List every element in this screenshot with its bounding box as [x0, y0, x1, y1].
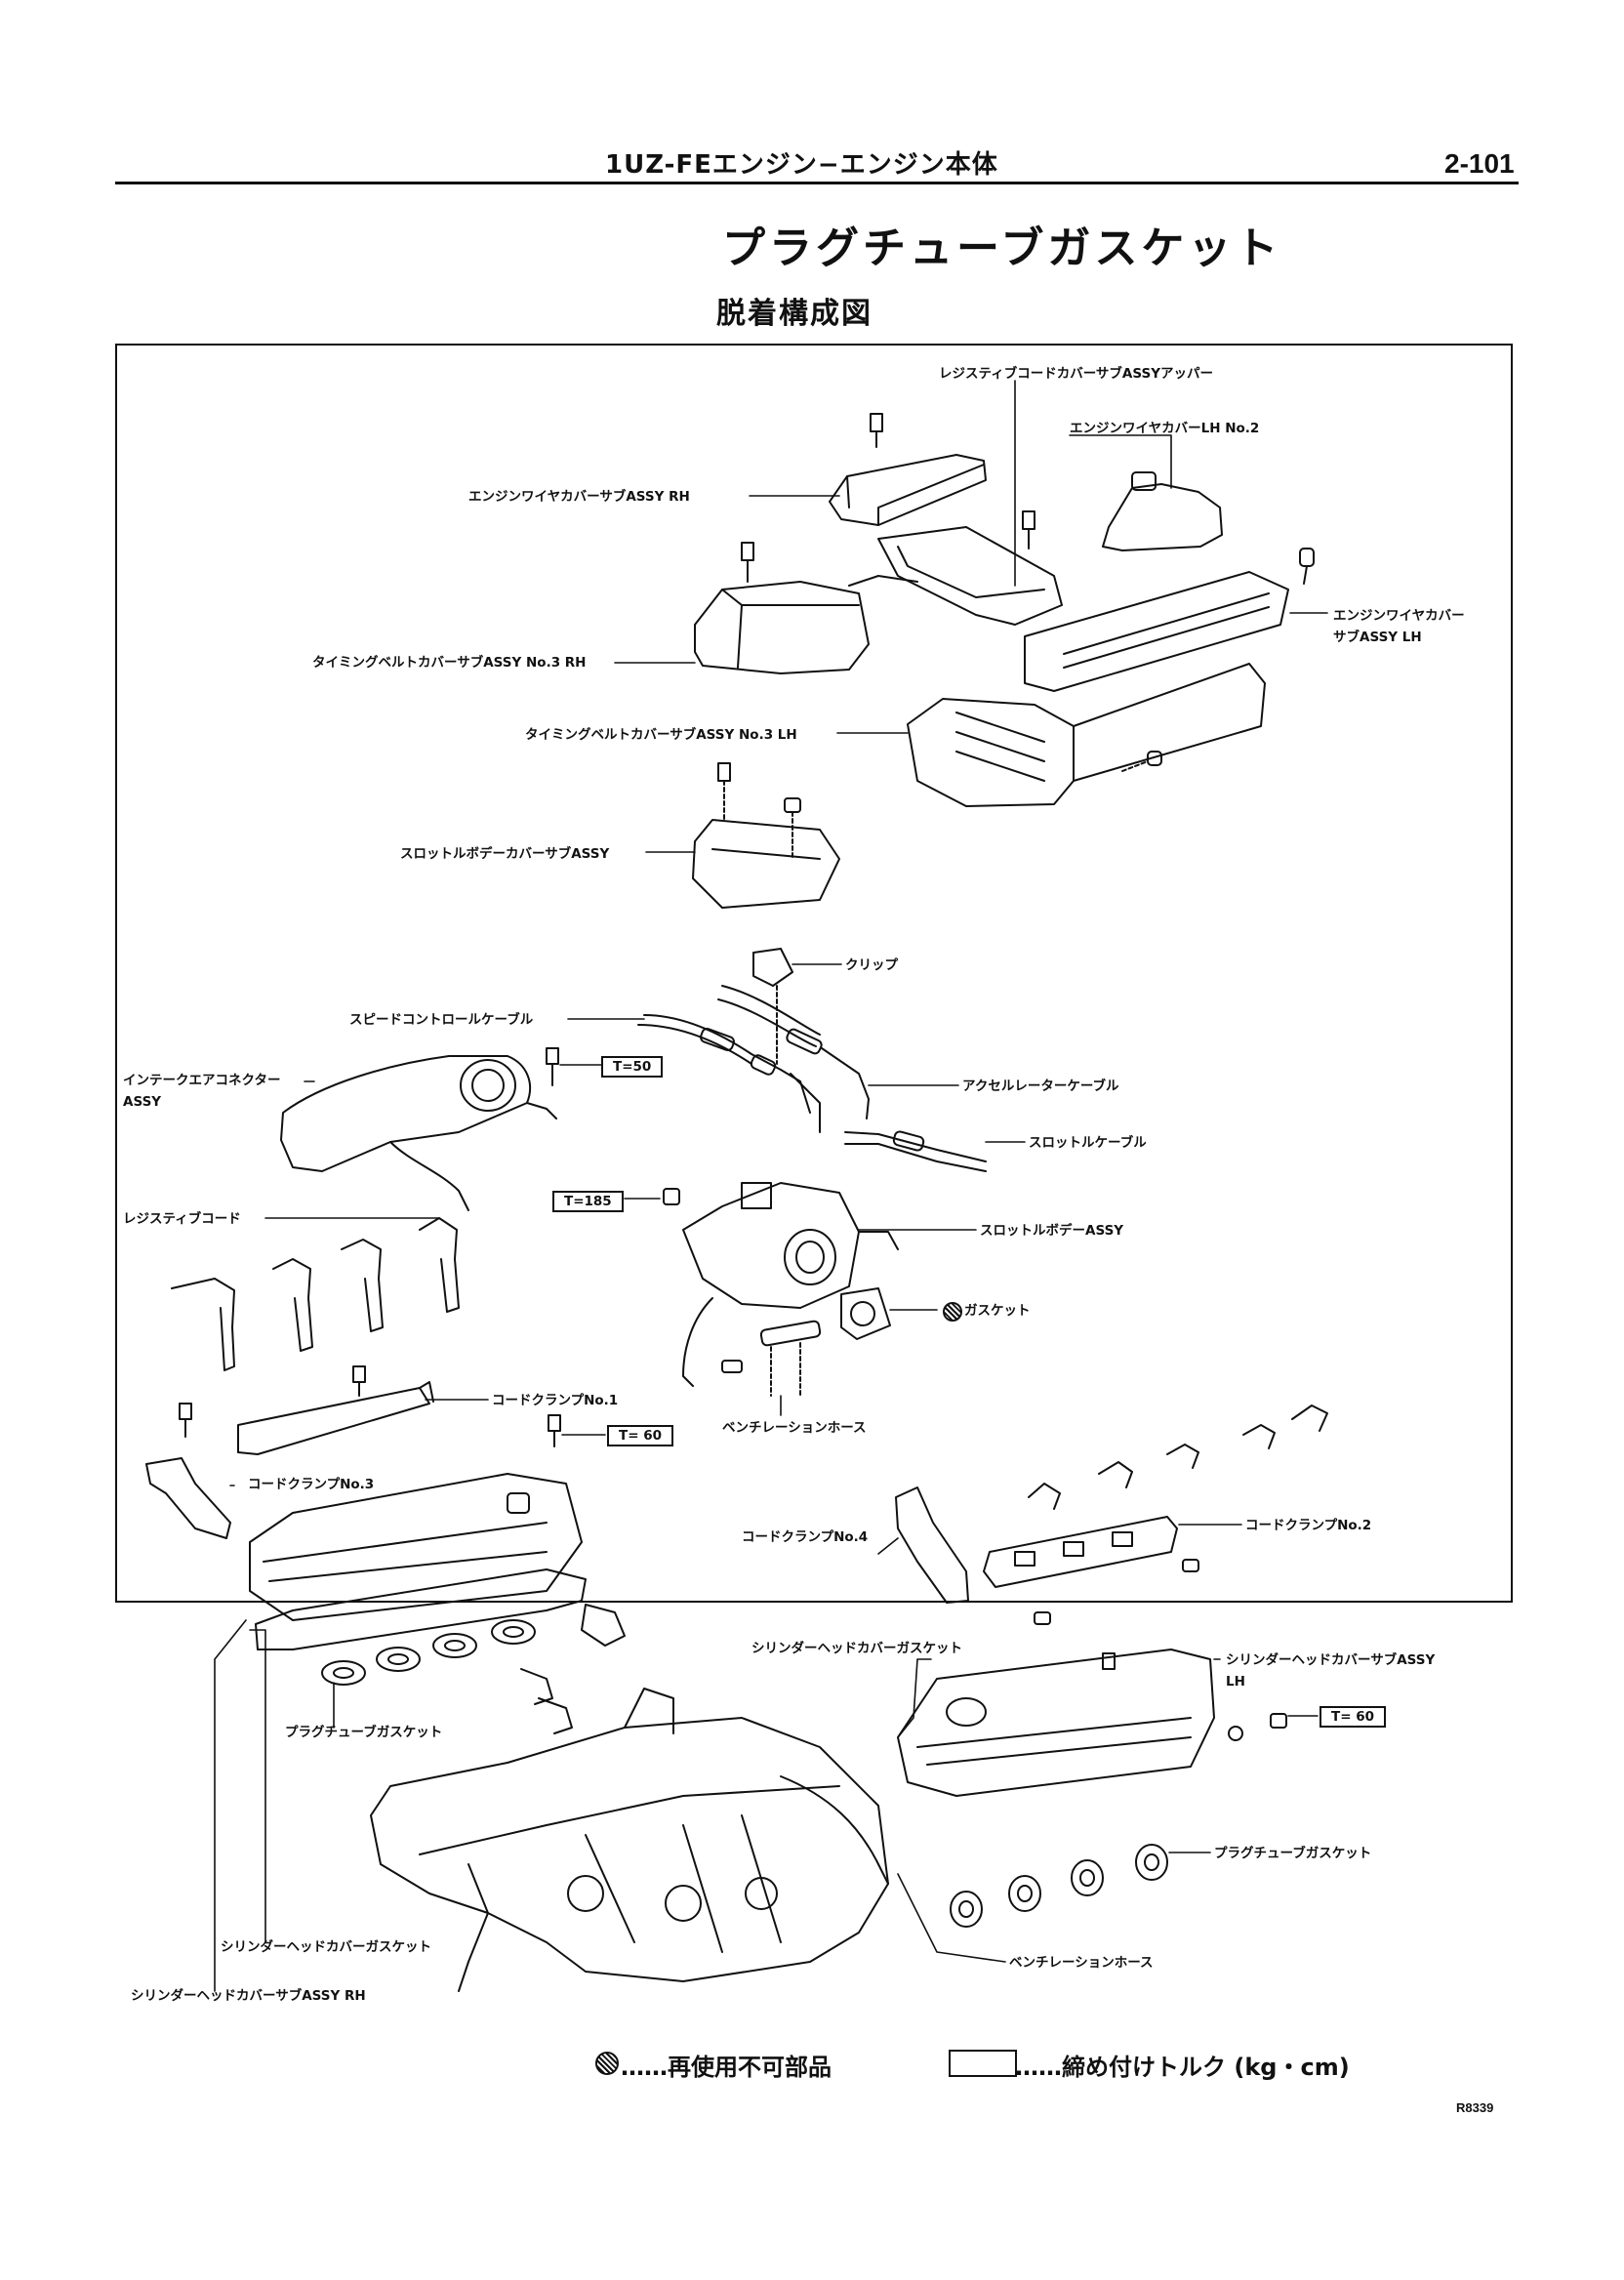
label-intake-air-connector-line2: ASSY [123, 1094, 162, 1110]
label-cyl-head-cover-gasket-right: シリンダーヘッドカバーガスケット [751, 1641, 962, 1656]
label-cyl-head-cover-rh: シリンダーヘッドカバーサブASSY RH [131, 1988, 366, 2004]
section-title: 1UZ-FEエンジン−エンジン本体 [605, 150, 998, 180]
page-title: プラグチューブガスケット [722, 224, 1282, 273]
intake-air-connector-part [280, 1055, 557, 1211]
torque-t60-right-box: T= 60 [1320, 1706, 1387, 1728]
plug-tube-gaskets-left-part [321, 1619, 536, 1686]
label-accelerator-cable: アクセルレーターケーブル [962, 1079, 1119, 1094]
washer-t60-right-icon [1228, 1726, 1243, 1741]
resistive-cord-lh-part [1028, 1405, 1328, 1510]
bolt-rh-cover-icon [741, 542, 754, 583]
label-intake-air-connector-line1: インテークエアコネクター [123, 1073, 281, 1088]
throttle-cable-part [844, 1130, 987, 1172]
label-throttle-body: スロットルボデーASSY [980, 1223, 1124, 1239]
label-clip: クリップ [845, 957, 898, 973]
label-speed-control-cable: スピードコントロールケーブル [349, 1012, 534, 1028]
figure-code: R8339 [1456, 2100, 1494, 2115]
page-subtitle: 脱着構成図 [716, 297, 873, 331]
torque-t185-box: T=185 [552, 1191, 624, 1212]
bolt-lh-cover-icon [1299, 548, 1315, 585]
torque-t50-box: T=50 [601, 1056, 664, 1078]
label-timing-belt-cover-no3-rh: タイミングベルトカバーサブASSY No.3 RH [312, 655, 587, 671]
nut-t185-icon [663, 1188, 680, 1205]
label-throttle-cable: スロットルケーブル [1029, 1135, 1147, 1151]
engine-wire-cover-lh-part [1024, 571, 1289, 692]
bolt-clamp-no3-icon [179, 1403, 192, 1438]
bolt-t50-icon [546, 1047, 559, 1086]
label-timing-belt-cover-no3-lh: タイミングベルトカバーサブASSY No.3 LH [525, 727, 797, 743]
label-engine-wire-cover-rh: エンジンワイヤカバーサブASSY RH [468, 489, 690, 505]
bolt-throttle-cover-icon [717, 762, 731, 821]
resistive-cord-part [171, 1217, 460, 1371]
throttle-gasket-part [840, 1287, 891, 1340]
center-cord-cover-part [877, 526, 1063, 626]
page-number: 2-101 [1444, 148, 1515, 179]
label-resistive-cord-cover-upper: レジスティブコードカバーサブASSYアッパー [939, 366, 1213, 382]
diagram-frame [115, 344, 1513, 1603]
label-cord-clamp-no2: コードクランプNo.2 [1245, 1518, 1372, 1533]
label-cord-clamp-no4: コードクランプNo.4 [742, 1529, 869, 1545]
bolt-lh-timing-icon [1121, 751, 1162, 772]
cord-clamp-no2-part [983, 1516, 1178, 1588]
sensor-connectors-part [520, 1604, 626, 1734]
cord-clamp-no4-part [895, 1486, 969, 1604]
bolt-clamp-no2-icon [1182, 1559, 1199, 1572]
bolt-center-icon [1022, 510, 1035, 550]
label-ventilation-hose-bottom: ベンチレーションホース [1009, 1955, 1154, 1971]
legend-torque-box [949, 2050, 1017, 2077]
legend-non-reusable: ……再使用不可部品 [621, 2054, 832, 2081]
label-cord-clamp-no3: コードクランプNo.3 [248, 1477, 375, 1492]
cylinder-head-cover-lh-part [897, 1649, 1215, 1797]
bolt-clamp-no1-icon [352, 1365, 366, 1397]
label-plug-tube-gasket-right: プラグチューブガスケット [1214, 1846, 1372, 1861]
ventilation-hose-top-part [759, 1320, 822, 1397]
label-resistive-cord: レジスティブコード [123, 1211, 241, 1227]
cylinder-head-cover-gasket-rh-part [255, 1568, 587, 1650]
throttle-body-part [682, 1182, 899, 1387]
non-reusable-icon [943, 1302, 962, 1322]
label-gasket: ガスケット [964, 1303, 1031, 1319]
label-plug-tube-gasket-left: プラグチューブガスケット [285, 1725, 443, 1740]
bolt-top-icon [870, 413, 883, 448]
bolt-hose-icon [721, 1360, 743, 1373]
label-cyl-head-cover-gasket-left: シリンダーヘッドカバーガスケット [221, 1939, 431, 1955]
label-cyl-head-cover-lh-line1: シリンダーヘッドカバーサブASSY [1226, 1652, 1436, 1668]
plug-tube-gaskets-right-part [950, 1844, 1168, 1928]
cord-clamp-no1-part [237, 1381, 434, 1455]
cord-clamp-no3-part [145, 1457, 231, 1539]
timing-belt-cover-no3-rh-part [694, 575, 918, 674]
speed-control-cable-part [637, 1014, 821, 1133]
label-engine-wire-cover-lh-line1: エンジンワイヤカバー [1333, 608, 1465, 624]
timing-belt-cover-no3-lh-part [907, 663, 1266, 807]
throttle-body-cover-part [692, 819, 840, 909]
bolt-clamp-no4-icon [1034, 1611, 1051, 1625]
torque-t60-center-box: T= 60 [607, 1425, 674, 1446]
engine-block-part [370, 1688, 889, 1992]
label-engine-wire-cover-lh-line2: サブASSY LH [1333, 630, 1422, 645]
label-ventilation-hose-top: ベンチレーションホース [722, 1420, 867, 1436]
leader-lines [214, 380, 1328, 1992]
header-rule [115, 182, 1519, 184]
engine-wire-cover-lh-no2-part [1102, 471, 1223, 551]
resistive-cord-cover-upper-part [829, 454, 987, 526]
legend-non-reusable-icon [595, 2052, 619, 2075]
bolt-t60-right-icon [1270, 1713, 1287, 1729]
label-cord-clamp-no1: コードクランプNo.1 [492, 1393, 619, 1408]
label-engine-wire-cover-lh-no2: エンジンワイヤカバーLH No.2 [1070, 421, 1260, 436]
label-cyl-head-cover-lh-line2: LH [1226, 1674, 1245, 1690]
bolt-t60-center-icon [548, 1414, 561, 1447]
legend-tightening-torque: ……締め付けトルク (kg・cm) [1015, 2054, 1350, 2081]
nut-throttle-cover-icon [784, 797, 801, 860]
cylinder-head-cover-rh-part [249, 1473, 583, 1621]
accelerator-cable-part [717, 985, 870, 1120]
label-throttle-body-cover: スロットルボデーカバーサブASSY [400, 846, 610, 862]
